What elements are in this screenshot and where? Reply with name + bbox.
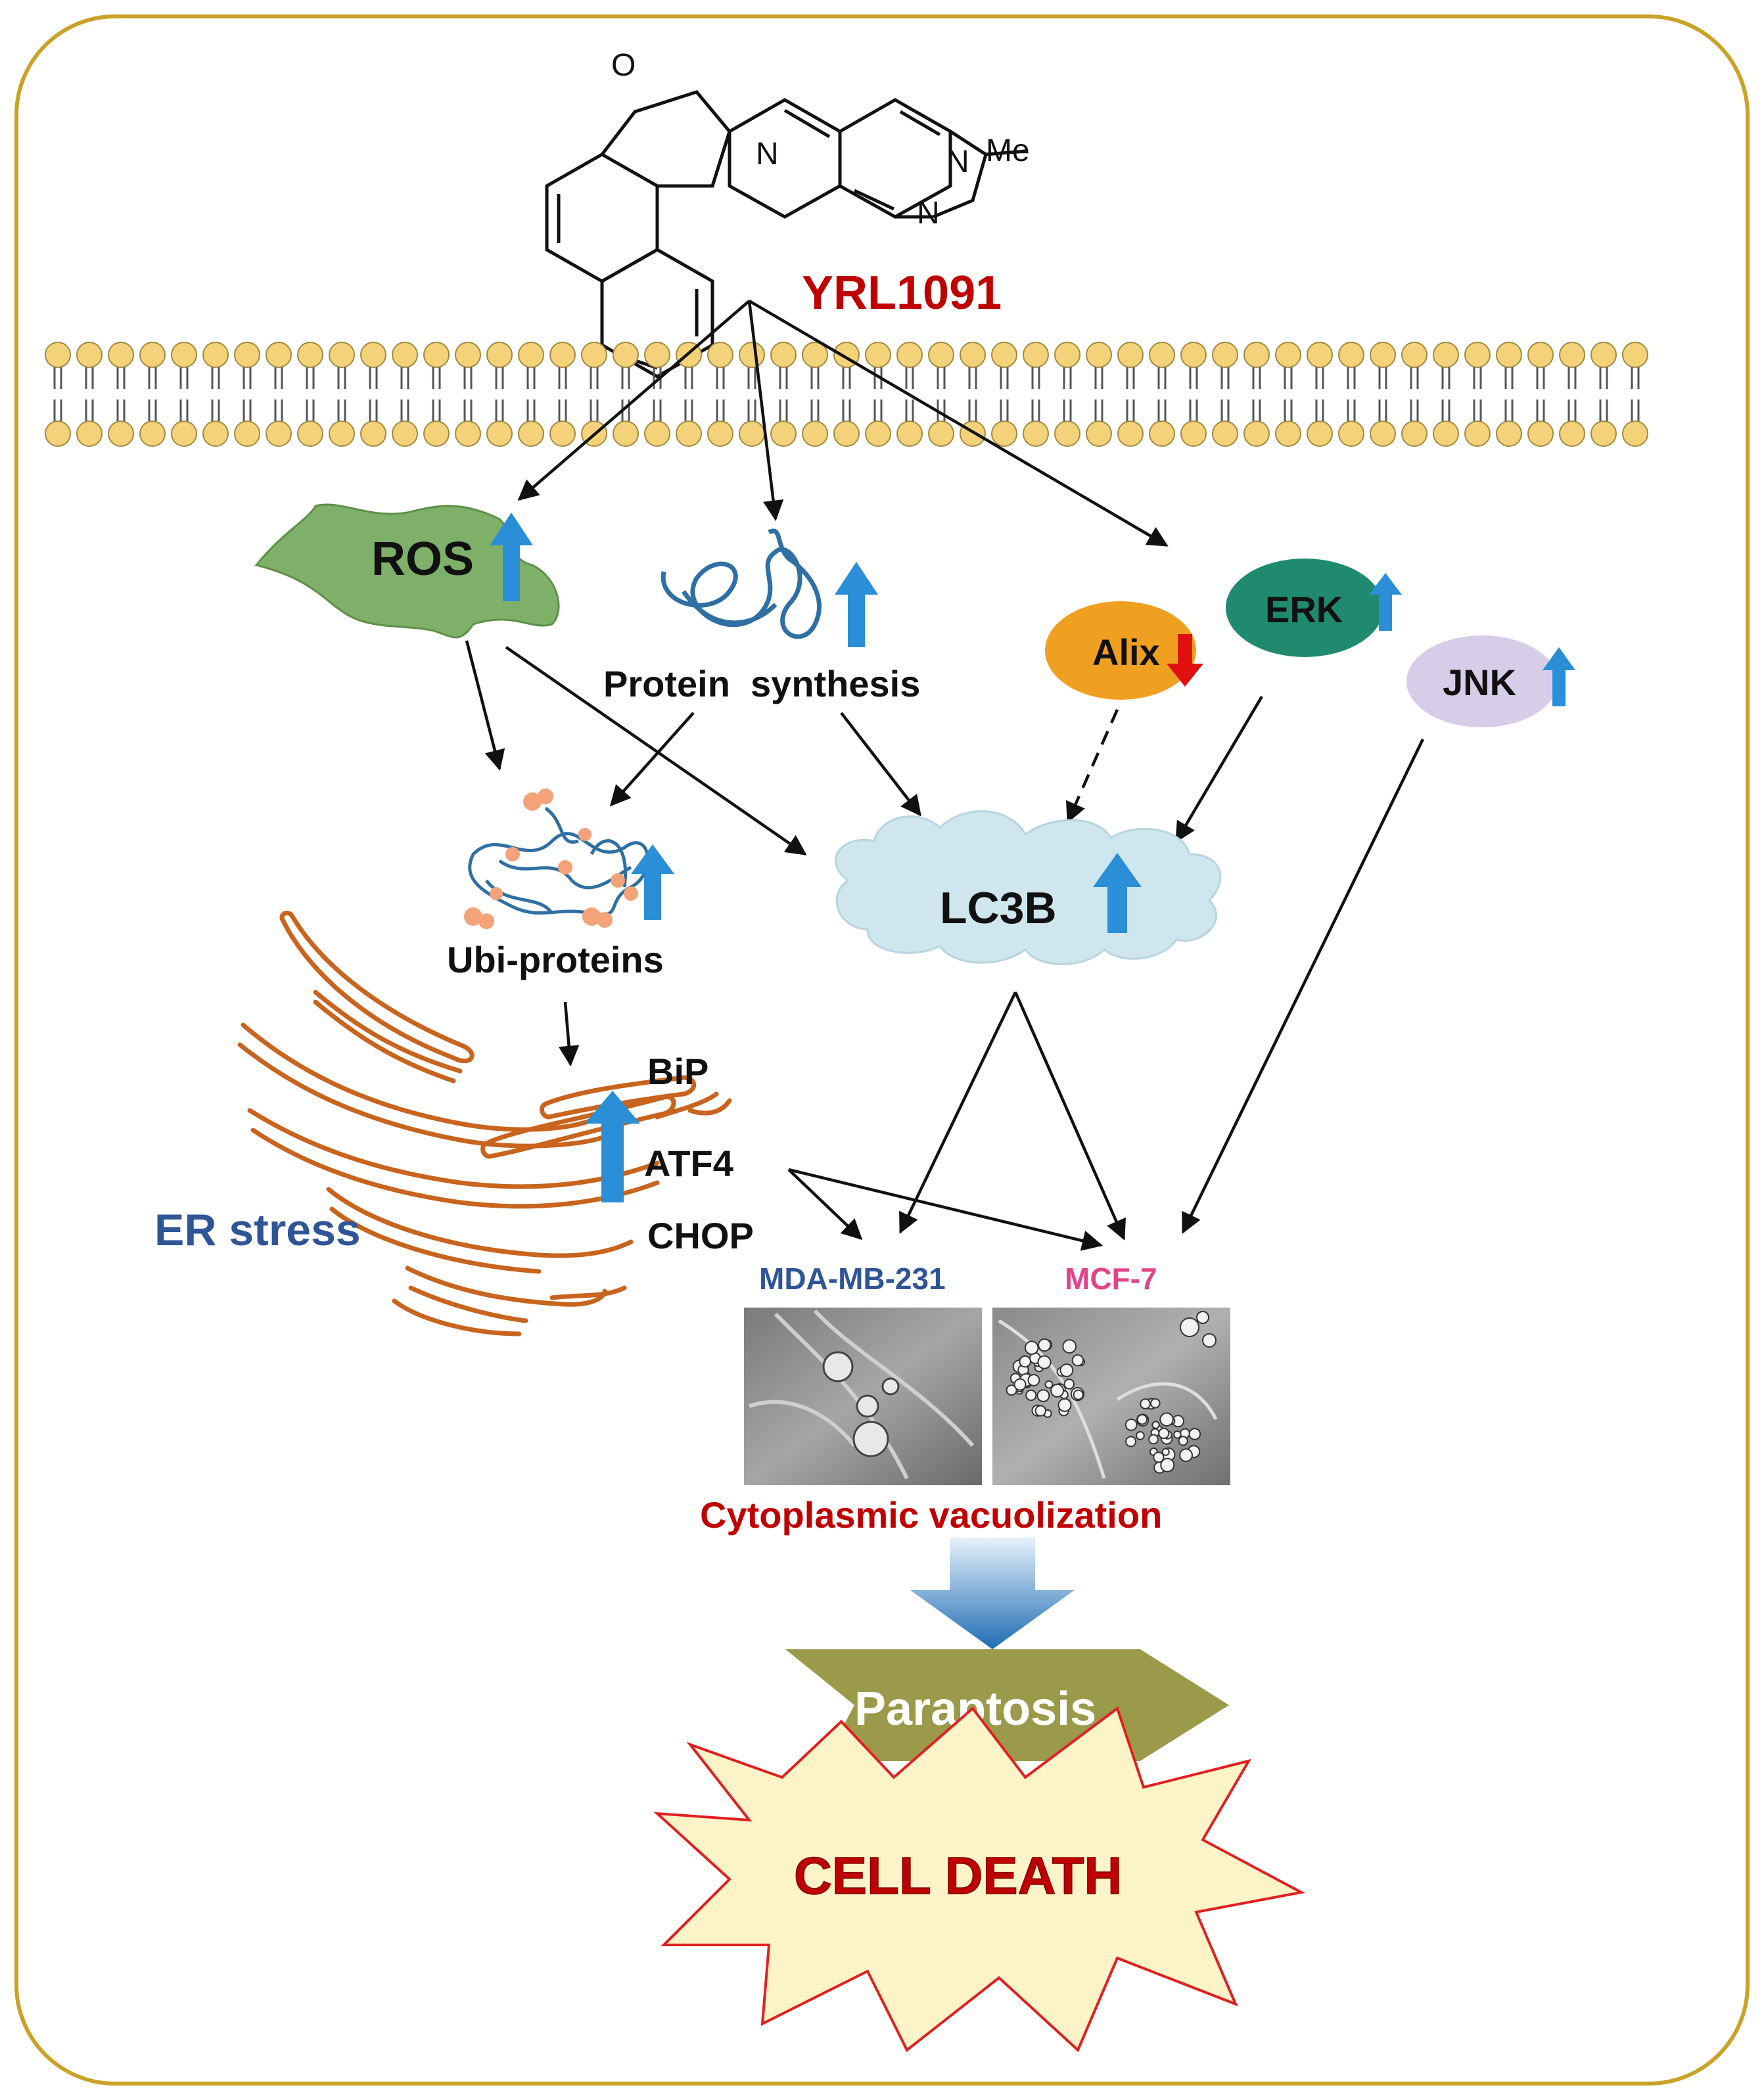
mcf-7-label: MCF-7 bbox=[1065, 1262, 1157, 1296]
atom-nitrogen-pyrazole-2: N bbox=[917, 196, 940, 231]
jnk-up-arrow-icon bbox=[1543, 647, 1575, 706]
cell-membrane bbox=[45, 342, 1648, 447]
protein-synthesis-up-arrow-icon bbox=[835, 562, 878, 647]
erk-label: ERK bbox=[1265, 589, 1343, 630]
arrows-compound bbox=[517, 300, 1169, 547]
arrow-ubi-to-er bbox=[558, 1001, 580, 1067]
jnk-label: JNK bbox=[1443, 662, 1516, 703]
cell-death-label: CELL DEATH bbox=[794, 1846, 1122, 1905]
alix-node bbox=[1045, 601, 1196, 700]
compound-name: YRL1091 bbox=[802, 267, 1002, 319]
erk-node bbox=[1226, 559, 1383, 657]
erk-up-arrow-icon bbox=[1369, 573, 1402, 631]
atom-nitrogen-pyrazole-1: N bbox=[946, 145, 969, 179]
alix-label: Alix bbox=[1092, 631, 1160, 673]
compound-structure bbox=[545, 90, 1026, 378]
atf4-label: ATF4 bbox=[644, 1143, 733, 1184]
alix-down-arrow-icon bbox=[1167, 634, 1203, 687]
arrows-lower bbox=[787, 992, 1126, 1251]
ubi-proteins-label: Ubi-proteins bbox=[447, 939, 664, 980]
chop-label: CHOP bbox=[647, 1215, 754, 1256]
lc3b-up-arrow-icon bbox=[1093, 853, 1142, 933]
mcf-7-micrograph bbox=[992, 1308, 1230, 1485]
lc3b-label: LC3B bbox=[940, 883, 1057, 933]
arrows-middle bbox=[465, 640, 1425, 1234]
er-stress-up-arrow-icon bbox=[585, 1091, 640, 1202]
ros-up-arrow-icon bbox=[490, 513, 533, 601]
ros-blob bbox=[254, 503, 560, 639]
cytoplasmic-vacuolization-caption: Cytoplasmic vacuolization bbox=[700, 1494, 1162, 1536]
mda-mb-231-micrograph bbox=[744, 1308, 982, 1485]
atom-nitrogen-pyridine: N bbox=[756, 137, 779, 171]
ubiquitin-cluster-icon bbox=[464, 788, 649, 929]
ros-label: ROS bbox=[371, 533, 474, 585]
big-down-arrow-icon bbox=[910, 1538, 1075, 1649]
bip-label: BiP bbox=[647, 1051, 708, 1092]
er-stress-label: ER stress bbox=[154, 1205, 361, 1255]
ubi-proteins-up-arrow-icon bbox=[631, 844, 674, 920]
atom-oxygen: O bbox=[611, 48, 636, 83]
protein-synthesis-label: Protein synthesis bbox=[603, 663, 920, 704]
atom-methyl: Me bbox=[986, 133, 1030, 168]
jnk-node bbox=[1406, 635, 1558, 727]
cell-death-starburst bbox=[653, 1706, 1305, 2053]
protein-tangle-icon bbox=[661, 528, 822, 639]
mda-mb-231-label: MDA-MB-231 bbox=[759, 1262, 946, 1296]
